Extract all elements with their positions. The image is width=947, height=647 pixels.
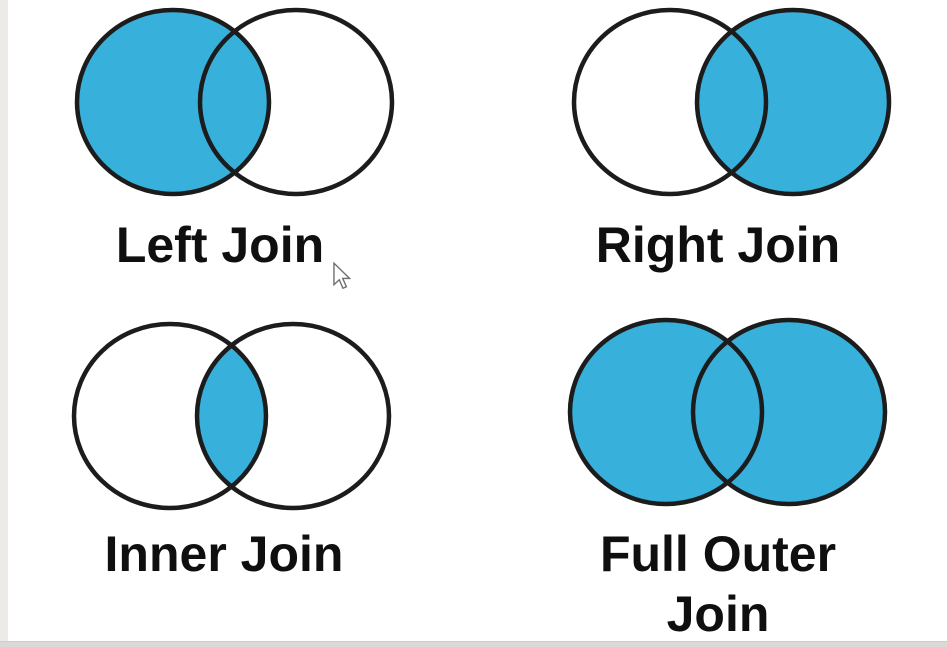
left-circle-outline (74, 7, 272, 197)
right-circle-fill (697, 10, 889, 194)
mouse-arrow-cursor (333, 262, 351, 290)
left-circle-outline (571, 7, 769, 197)
right-circle-outline (690, 317, 888, 507)
full-outer-join-label: Full Outer Join (599, 526, 837, 642)
venn-diagram-inner-join (71, 321, 392, 511)
venn-diagram-full-outer-join (567, 317, 888, 507)
inner-join-label: Inner Join (104, 526, 344, 582)
venn-diagram-right-join (571, 7, 892, 197)
right-circle-outline (194, 321, 392, 511)
right-join-label: Right Join (595, 217, 841, 273)
right-circle-outline (197, 7, 395, 197)
bottom-edge-strip (0, 641, 947, 647)
venn-diagram-left-join (74, 7, 395, 197)
intersection-fill (197, 324, 266, 508)
left-circle-fill (77, 10, 269, 194)
right-circle-fill (693, 320, 885, 504)
left-join-label: Left Join (115, 217, 325, 273)
left-edge-strip (0, 0, 8, 647)
left-circle-outline (71, 321, 269, 511)
left-circle-outline (567, 317, 765, 507)
right-circle-outline (694, 7, 892, 197)
